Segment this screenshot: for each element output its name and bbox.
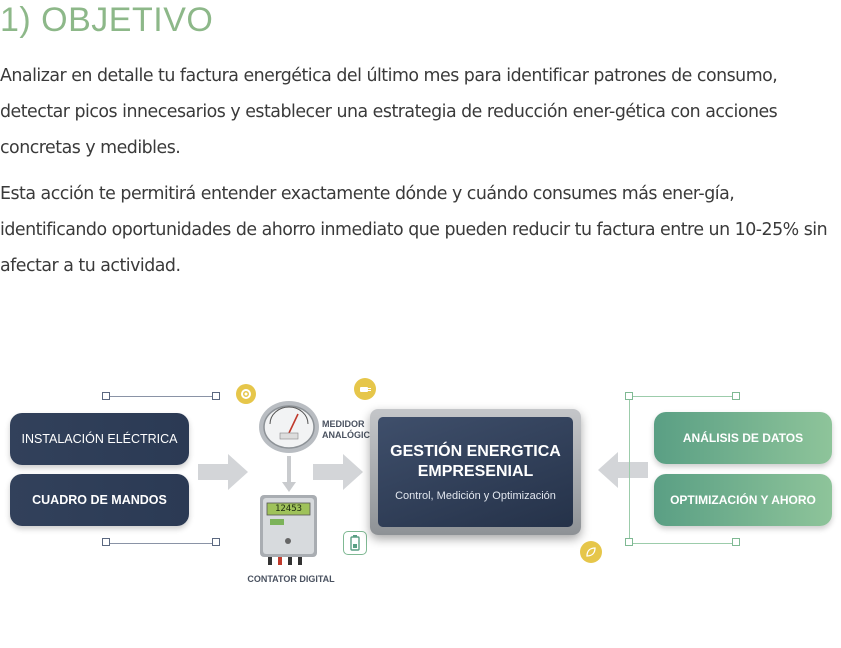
left-bracket [106,396,216,544]
bracket-node [732,392,740,400]
paragraph-objective: Analizar en detalle tu factura energétic… [0,66,778,158]
gear-icon [236,384,256,404]
leaf-icon [580,541,602,563]
bracket-node [102,538,110,546]
bracket-node [102,392,110,400]
box-cuadro-de-mandos: CUADRO DE MANDOS [10,474,189,526]
arrow-down-icon [282,456,296,492]
bracket-node [212,538,220,546]
bracket-node [625,538,633,546]
analog-meter [258,400,320,454]
bracket-node [212,392,220,400]
bracket-node [732,538,740,546]
battery-icon [343,531,367,555]
meter-label: MEDIDOR ANALÓGICO [322,419,382,441]
central-subtitle: Control, Medición y Optimización [395,490,556,502]
paragraph-benefit: Esta acción te permitirá entender exacta… [0,184,828,276]
central-title-line1: GESTIÓN ENERGTICA [390,443,561,460]
arrow-right-icon [313,454,363,490]
plug-icon [354,378,376,400]
section-heading: 1) OBJETIVO [0,1,214,39]
meter-label-line2: ANALÓGICO [322,430,377,440]
bracket-node [625,392,633,400]
digital-meter: 12453 [260,495,317,567]
digital-meter-label: CONTATOR DIGITAL [247,574,335,584]
box-analisis-de-datos: ANÁLISIS DE DATOS [654,412,832,464]
box-instalacion-electrica: INSTALACIÓN ELÉCTRICA [10,413,189,465]
central-title: GESTIÓN ENERGTICA EMPRESENIAL [390,442,561,482]
digital-reading: 12453 [274,504,303,514]
meter-label-line1: MEDIDOR [322,419,365,429]
arrow-right-icon [198,454,248,490]
right-bracket [629,396,737,544]
central-title-line2: EMPRESENIAL [417,463,534,480]
central-panel: GESTIÓN ENERGTICA EMPRESENIAL Control, M… [370,409,581,535]
central-screen: GESTIÓN ENERGTICA EMPRESENIAL Control, M… [378,417,573,527]
box-optimizacion-y-ahorro: OPTIMIZACIÓN Y AHORO [654,474,832,526]
arrow-left-icon [598,452,648,488]
energy-management-diagram: INSTALACIÓN ELÉCTRICA CUADRO DE MANDOS M… [0,300,841,600]
